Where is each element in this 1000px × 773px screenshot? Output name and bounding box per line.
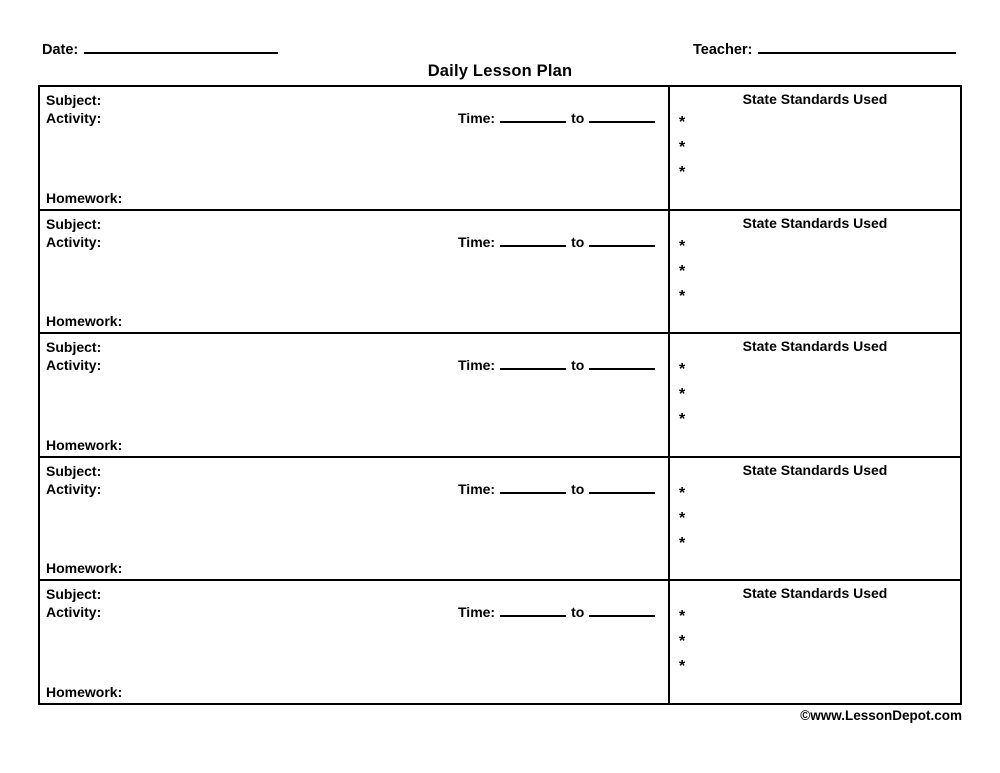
- activity-label: Activity:: [46, 233, 102, 250]
- lesson-cell[interactable]: Subject: Activity: Time: to Homework:: [40, 581, 670, 703]
- time-end-line[interactable]: [589, 603, 656, 618]
- standards-heading: State Standards Used: [742, 338, 888, 355]
- date-input-line[interactable]: [84, 40, 279, 54]
- time-label: Time:: [458, 480, 496, 497]
- standards-bullet[interactable]: *: [679, 237, 686, 255]
- teacher-input-line[interactable]: [758, 40, 957, 54]
- standards-bullet[interactable]: *: [679, 139, 686, 156]
- time-to-label: to: [571, 110, 585, 126]
- homework-label: Homework:: [46, 313, 123, 330]
- standards-bullet[interactable]: *: [679, 658, 686, 676]
- time-field: Time: to: [458, 603, 660, 620]
- header-fields: Date: Teacher:: [38, 40, 962, 64]
- lesson-cell[interactable]: Subject: Activity: Time: to Homework:: [40, 87, 670, 209]
- time-end-line[interactable]: [589, 109, 656, 123]
- activity-label: Activity:: [46, 480, 102, 497]
- standards-cell[interactable]: State Standards Used * * *: [670, 334, 960, 456]
- standards-bullet[interactable]: *: [679, 484, 686, 502]
- homework-label: Homework:: [46, 683, 123, 700]
- homework-label: Homework:: [46, 560, 123, 577]
- date-field: Date:: [42, 40, 279, 58]
- time-to-label: to: [571, 357, 585, 374]
- standards-list: * * *: [670, 362, 960, 430]
- table-row: Subject: Activity: Time: to Homework: St…: [40, 87, 960, 211]
- subject-label: Subject:: [46, 586, 102, 603]
- time-start-line[interactable]: [500, 356, 567, 371]
- time-field: Time: to: [458, 109, 660, 126]
- standards-bullet[interactable]: *: [679, 633, 686, 651]
- time-end-line[interactable]: [589, 233, 656, 247]
- page-title: Daily Lesson Plan: [427, 62, 573, 80]
- time-field: Time: to: [458, 480, 660, 497]
- time-to-label: to: [571, 604, 585, 621]
- time-label: Time:: [458, 604, 496, 621]
- subject-label: Subject:: [46, 339, 102, 356]
- standards-bullet[interactable]: *: [679, 411, 686, 429]
- time-to-label: to: [571, 233, 585, 250]
- lesson-cell[interactable]: Subject: Activity: Time: to Homework:: [40, 334, 670, 456]
- time-end-line[interactable]: [589, 356, 656, 371]
- time-start-line[interactable]: [500, 233, 567, 247]
- standards-bullet[interactable]: *: [679, 114, 686, 131]
- activity-label: Activity:: [46, 604, 102, 621]
- table-row: Subject: Activity: Time: to Homework: St…: [40, 210, 960, 335]
- table-row: Subject: Activity: Time: to Homework: St…: [40, 457, 960, 582]
- time-label: Time:: [458, 233, 496, 250]
- subject-label: Subject:: [46, 92, 102, 108]
- activity-label: Activity:: [46, 357, 102, 374]
- lesson-cell[interactable]: Subject: Activity: Time: to Homework:: [40, 457, 670, 580]
- lesson-cell[interactable]: Subject: Activity: Time: to Homework:: [40, 210, 670, 333]
- lesson-plan-table: Subject: Activity: Time: to Homework: St…: [38, 85, 962, 705]
- standards-cell[interactable]: State Standards Used * * *: [670, 581, 960, 703]
- standards-heading: State Standards Used: [742, 461, 888, 478]
- teacher-field: Teacher:: [693, 40, 957, 58]
- subject-label: Subject:: [46, 215, 102, 232]
- standards-heading: State Standards Used: [742, 214, 888, 231]
- standards-cell[interactable]: State Standards Used * * *: [670, 87, 960, 209]
- time-label: Time:: [458, 357, 496, 374]
- standards-list: * * *: [670, 484, 960, 554]
- standards-cell[interactable]: State Standards Used * * *: [670, 458, 960, 580]
- standards-bullet[interactable]: *: [679, 164, 686, 181]
- time-start-line[interactable]: [500, 603, 567, 618]
- standards-bullet[interactable]: *: [679, 262, 686, 280]
- time-label: Time:: [458, 110, 496, 126]
- time-to-label: to: [571, 480, 585, 497]
- standards-heading: State Standards Used: [742, 91, 888, 107]
- standards-bullet[interactable]: *: [679, 361, 686, 379]
- date-label: Date:: [42, 42, 79, 58]
- standards-list: * * *: [670, 115, 960, 183]
- teacher-label: Teacher:: [693, 42, 753, 58]
- subject-label: Subject:: [46, 462, 102, 479]
- standards-bullet[interactable]: *: [679, 608, 686, 626]
- table-row: Subject: Activity: Time: to Homework: St…: [40, 334, 960, 458]
- table-row: Subject: Activity: Time: to Homework: St…: [40, 581, 960, 703]
- standards-list: * * *: [670, 237, 960, 307]
- standards-heading: State Standards Used: [742, 585, 888, 602]
- footer-credit: ©www.LessonDepot.com: [800, 708, 962, 723]
- standards-bullet[interactable]: *: [679, 534, 686, 552]
- standards-list: * * *: [670, 609, 960, 677]
- time-end-line[interactable]: [589, 480, 656, 494]
- homework-label: Homework:: [46, 189, 123, 206]
- standards-bullet[interactable]: *: [679, 287, 686, 305]
- time-start-line[interactable]: [500, 480, 567, 494]
- standards-bullet[interactable]: *: [679, 386, 686, 404]
- standards-bullet[interactable]: *: [679, 509, 686, 527]
- activity-label: Activity:: [46, 110, 102, 126]
- standards-cell[interactable]: State Standards Used * * *: [670, 211, 960, 333]
- time-start-line[interactable]: [500, 109, 567, 123]
- time-field: Time: to: [458, 233, 660, 250]
- homework-label: Homework:: [46, 436, 123, 453]
- time-field: Time: to: [458, 356, 660, 373]
